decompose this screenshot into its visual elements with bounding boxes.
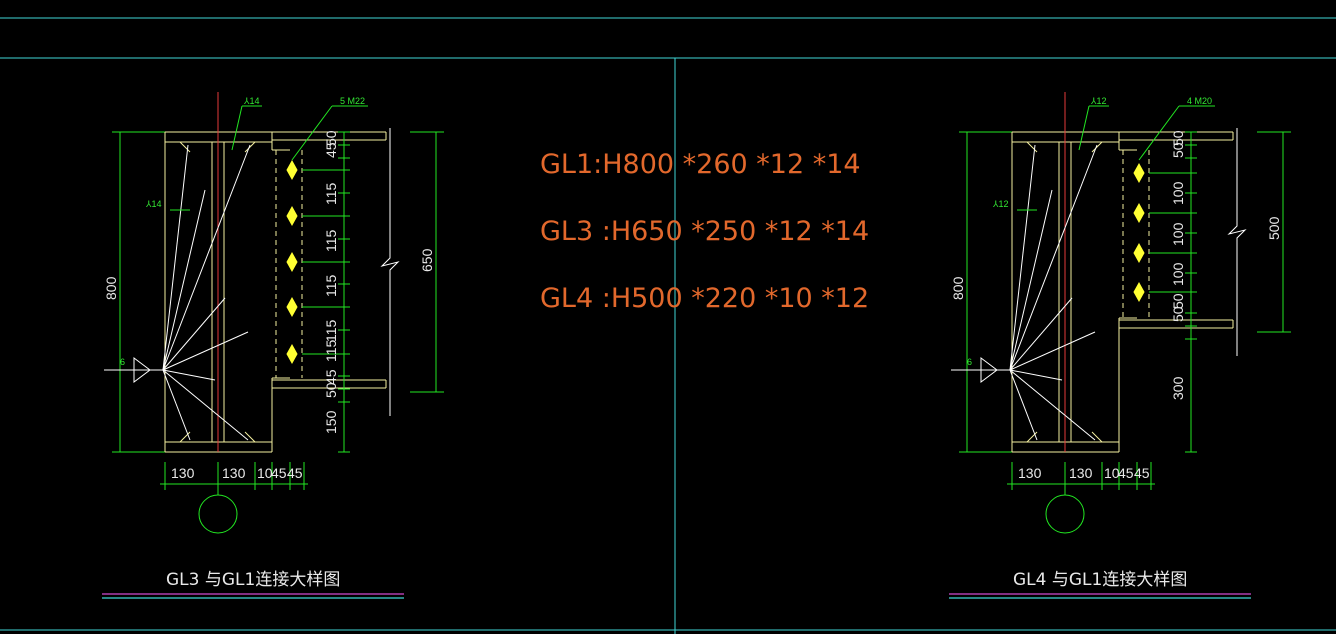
spec-gl3: GL3 :H650 *250 *12 *14 xyxy=(540,216,869,247)
vdim-9: 150 xyxy=(323,410,339,434)
vdim-2: 115 xyxy=(323,182,339,205)
vdim-4: 115 xyxy=(323,274,339,297)
callout-bolt-note: 4 M20 xyxy=(1187,96,1212,106)
weld-arrow-6 xyxy=(162,369,249,441)
bolt-2 xyxy=(286,205,298,227)
hdim-2: 10 xyxy=(1104,465,1120,481)
bolt-4 xyxy=(1133,281,1145,303)
weld-arrow-0 xyxy=(1009,144,1036,371)
vdim-7: 300 xyxy=(1170,376,1186,400)
weld-size: 6 xyxy=(120,357,125,367)
bolt-2 xyxy=(1133,202,1145,224)
break-line xyxy=(380,128,400,416)
callout-weld-top: ⅄14 xyxy=(243,96,260,106)
chamfer-1 xyxy=(179,141,191,153)
hdim-2: 10 xyxy=(257,465,273,481)
weld-arrow-3 xyxy=(1009,297,1073,371)
callout-bolt-note: 5 M22 xyxy=(340,96,365,106)
hdim-4: 45 xyxy=(1134,465,1150,481)
weld-size: 6 xyxy=(967,357,972,367)
hdim-4: 45 xyxy=(287,465,303,481)
hdim-3: 45 xyxy=(271,465,287,481)
weld-arrow-3 xyxy=(162,297,226,371)
vdim-7: 45 xyxy=(323,369,339,385)
weld-arrow-4 xyxy=(1009,331,1096,371)
bolt-1 xyxy=(1133,162,1145,184)
dim-beam-height: 500 xyxy=(1266,216,1282,240)
weld-arrow-7 xyxy=(1009,369,1063,381)
callout-top-leader xyxy=(231,105,243,151)
dim-total-height: 800 xyxy=(950,276,966,300)
callout-bolt-leader xyxy=(291,105,333,161)
spec-block: GL1:H800 *260 *12 *14 GL3 :H650 *250 *12… xyxy=(540,149,869,314)
vdim-3: 115 xyxy=(323,229,339,252)
axis-bubble xyxy=(1045,494,1085,534)
hdim-0: 130 xyxy=(171,465,195,481)
hdim-1: 130 xyxy=(222,465,246,481)
chamfer-4 xyxy=(1091,431,1103,443)
drawing-frame xyxy=(0,17,1336,634)
vdim-5: 115 xyxy=(323,319,339,342)
chamfer-1 xyxy=(1026,141,1038,153)
vdim-4: 100 xyxy=(1170,262,1186,286)
bolt-3 xyxy=(286,251,298,273)
dim-beam-height: 650 xyxy=(419,248,435,272)
weld-arrow-7 xyxy=(162,369,216,381)
vdim-1: 50 xyxy=(1170,142,1186,158)
vdim-3: 100 xyxy=(1170,222,1186,246)
callout-bolt-leader xyxy=(1138,105,1180,161)
detail-title: GL4 与GL1连接大样图 xyxy=(1013,570,1187,590)
vdim-1: 45 xyxy=(323,142,339,158)
axis-bubble xyxy=(198,494,238,534)
chamfer-4 xyxy=(244,431,256,443)
vdim-8: 50 xyxy=(323,382,339,398)
bolt-1 xyxy=(286,159,298,181)
bolt-4 xyxy=(286,296,298,318)
vdim-0: 50 xyxy=(1170,130,1186,146)
chamfer-3 xyxy=(1026,431,1038,443)
weld-arrow-4 xyxy=(162,331,249,371)
chamfer-2 xyxy=(1091,141,1103,153)
weld-arrow-1 xyxy=(162,144,251,371)
weld-arrow-1 xyxy=(1009,144,1098,371)
weld-arrow-0 xyxy=(162,144,189,371)
vdim-5: 50 xyxy=(1170,293,1186,309)
break-line xyxy=(1227,128,1247,356)
spec-gl4: GL4 :H500 *220 *10 *12 xyxy=(540,283,869,314)
detail-title: GL3 与GL1连接大样图 xyxy=(166,570,340,590)
callout-weld-side: ⅄12 xyxy=(992,199,1009,209)
weld-arrow-5 xyxy=(162,369,191,441)
chamfer-2 xyxy=(244,141,256,153)
hdim-3: 45 xyxy=(1118,465,1134,481)
callout-top-leader xyxy=(1078,105,1090,151)
callout-weld-side: ⅄14 xyxy=(145,199,162,209)
weld-arrow-6 xyxy=(1009,369,1096,441)
hdim-1: 130 xyxy=(1069,465,1093,481)
hdim-0: 130 xyxy=(1018,465,1042,481)
weld-arrow-2 xyxy=(162,189,206,371)
callout-weld-top: ⅄12 xyxy=(1090,96,1107,106)
vdim-0: 50 xyxy=(323,130,339,146)
chamfer-3 xyxy=(179,431,191,443)
spec-gl1: GL1:H800 *260 *12 *14 xyxy=(540,149,861,180)
weld-arrow-5 xyxy=(1009,369,1038,441)
vdim-6: 115 xyxy=(323,339,339,362)
weld-arrow-2 xyxy=(1009,189,1053,371)
bolt-5 xyxy=(286,343,298,365)
dim-total-height: 800 xyxy=(103,276,119,300)
vdim-2: 100 xyxy=(1170,181,1186,205)
vdim-6: 50 xyxy=(1170,306,1186,322)
bolt-3 xyxy=(1133,242,1145,264)
